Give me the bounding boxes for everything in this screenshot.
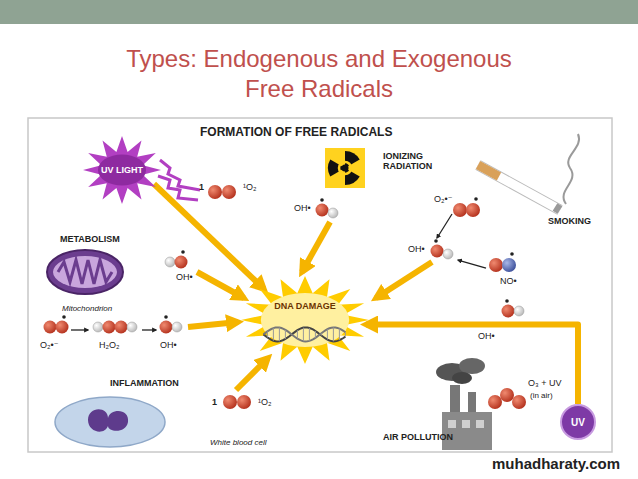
molecule-label: H₂O₂ <box>99 340 120 350</box>
source-label: IONIZING RADIATION <box>383 151 445 172</box>
slide-title: Types: Endogenous and Exogenous Free Rad… <box>99 44 539 104</box>
molecule-label: OH• <box>408 244 425 254</box>
caption-label: (in air) <box>530 391 553 400</box>
source-label: AIR POLLUTION <box>383 432 453 442</box>
node-text: UV <box>560 417 596 428</box>
molecule-label: OH• <box>478 331 495 341</box>
molecules <box>44 185 527 409</box>
cigarette <box>478 134 579 210</box>
node-text: DNA DAMAGE <box>240 301 370 311</box>
source-label: SMOKING <box>548 216 591 226</box>
source-label: INFLAMMATION <box>110 378 179 388</box>
mitochondrion <box>47 250 123 294</box>
callout-number: 1 <box>212 397 217 407</box>
uv-circle: UV <box>560 404 596 440</box>
node-text: UV LIGHT <box>82 165 162 175</box>
molecule-label: OH• <box>294 203 311 213</box>
white-blood-cell <box>55 397 165 447</box>
molecule-label: OH• <box>176 272 193 282</box>
yellow-arrows <box>188 222 432 390</box>
callout-number: 1 <box>199 182 204 192</box>
dna-damage-burst: DNA DAMAGE <box>240 275 370 365</box>
diagram-heading: FORMATION OF FREE RADICALS <box>200 126 392 140</box>
molecule-label: ¹O₂ <box>258 397 272 407</box>
molecule-label: OH• <box>160 340 177 350</box>
molecule-label: O₂•⁻ <box>40 340 58 350</box>
molecule-label: ¹O₂ <box>243 182 257 192</box>
connector-arrow <box>154 184 264 289</box>
connector-arrow <box>366 325 578 405</box>
molecule-label: O₂•⁻ <box>434 194 452 204</box>
molecule-label: NO• <box>500 276 517 286</box>
radiation-symbol <box>323 148 365 189</box>
diagram-frame <box>28 118 612 452</box>
top-bar <box>0 0 638 24</box>
uv-light-burst: UV LIGHT <box>82 135 162 205</box>
caption-label: Mitochondrion <box>62 304 112 313</box>
node-shape <box>240 275 370 365</box>
caption-label: White blood cell <box>210 438 266 447</box>
watermark: muhadharaty.com <box>492 455 620 472</box>
molecule-label: O₃ + UV <box>528 378 561 388</box>
source-label: METABOLISM <box>60 234 120 244</box>
